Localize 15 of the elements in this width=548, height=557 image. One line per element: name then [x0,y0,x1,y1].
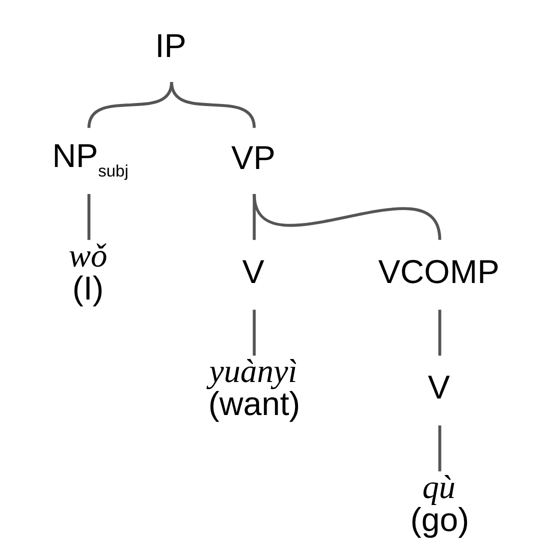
connector [170,82,256,128]
connector [88,82,174,128]
node-text: V [242,254,264,291]
connector [87,194,90,240]
connector [252,194,442,240]
node-text: NP$_{subj}$ [52,138,128,181]
node-text: V [428,370,450,407]
connector [438,310,442,356]
node-text: VCOMP [378,254,500,291]
node-text: VP [231,140,276,178]
connector [438,425,442,472]
node-text: IP [155,28,186,65]
node-text: yuànyì [209,354,298,390]
connector [252,310,256,356]
node-text: qù [422,470,456,506]
